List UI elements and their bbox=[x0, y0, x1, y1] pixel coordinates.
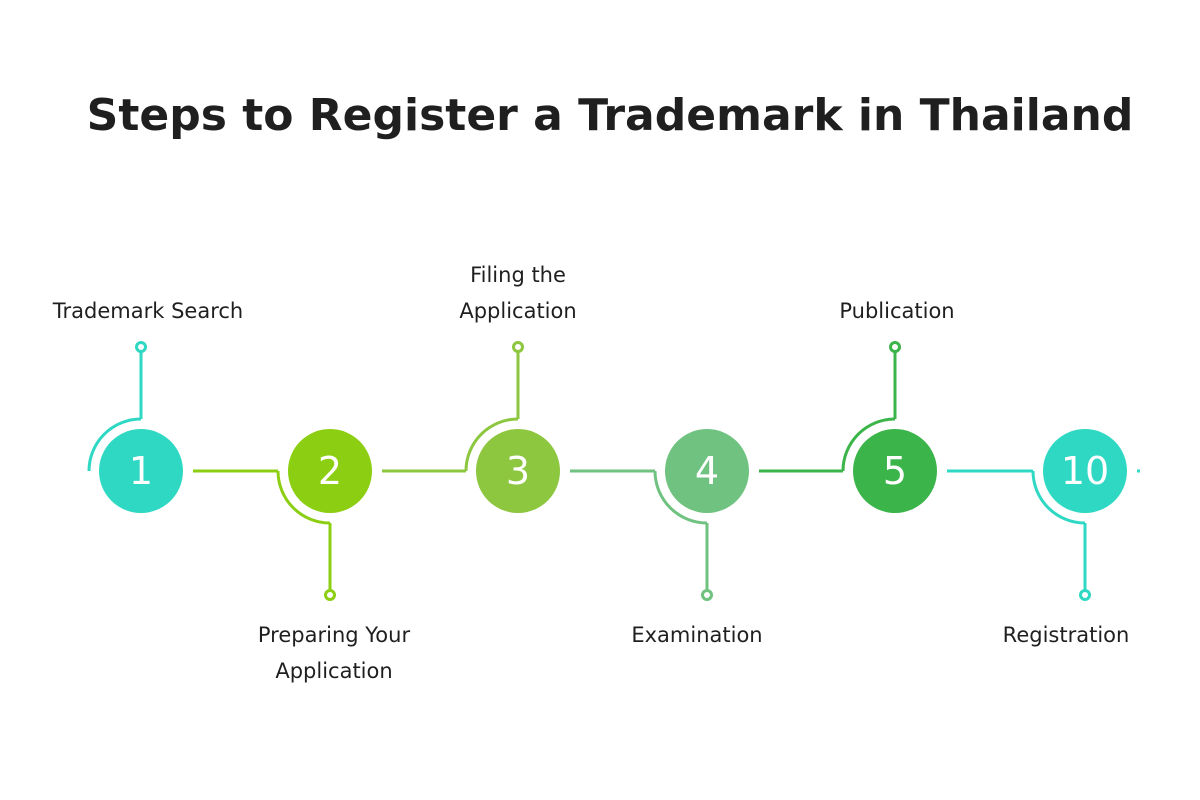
step-circle bbox=[99, 429, 183, 513]
connectors bbox=[87, 341, 1140, 601]
step-circle bbox=[476, 429, 560, 513]
step-label-line: Filing the bbox=[470, 263, 566, 287]
step-stem-dot-4 bbox=[701, 589, 713, 601]
step-label-line: Examination bbox=[631, 623, 762, 647]
step-number: 4 bbox=[695, 449, 719, 493]
step-arc-1 bbox=[87, 417, 142, 472]
step-label-line: Application bbox=[275, 659, 392, 683]
step-label: Registration bbox=[1003, 623, 1130, 647]
step-label: Examination bbox=[631, 623, 762, 647]
step-arc-6 bbox=[1031, 470, 1086, 525]
step-circle bbox=[288, 429, 372, 513]
step-arc-2 bbox=[276, 470, 331, 525]
step-stem-dot-1 bbox=[135, 341, 147, 353]
step-label-line: Trademark Search bbox=[52, 299, 243, 323]
step-5: 5 Publication bbox=[839, 299, 955, 513]
step-stem-dot-5 bbox=[889, 341, 901, 353]
step-circle bbox=[853, 429, 937, 513]
step-arc-4 bbox=[653, 470, 708, 525]
step-label-line: Preparing Your bbox=[258, 623, 411, 647]
diagram-title: Steps to Register a Trademark in Thailan… bbox=[87, 90, 1134, 141]
step-number: 2 bbox=[318, 449, 342, 493]
step-1: 1 Trademark Search bbox=[52, 299, 243, 513]
step-arc-3 bbox=[464, 417, 519, 472]
step-stem-dot-2 bbox=[324, 589, 336, 601]
step-arc-5 bbox=[841, 417, 896, 472]
step-circle bbox=[1043, 429, 1127, 513]
step-label-line: Application bbox=[459, 299, 576, 323]
step-number: 5 bbox=[883, 449, 907, 493]
step-stem-dot-6 bbox=[1079, 589, 1091, 601]
step-label: Publication bbox=[839, 299, 954, 323]
step-number: 1 bbox=[129, 449, 153, 493]
step-label: Trademark Search bbox=[52, 299, 243, 323]
step-label-line: Publication bbox=[839, 299, 954, 323]
step-number: 3 bbox=[506, 449, 530, 493]
step-stem-dot-3 bbox=[512, 341, 524, 353]
step-label-line: Registration bbox=[1003, 623, 1130, 647]
step-number: 10 bbox=[1061, 449, 1109, 493]
step-circle bbox=[665, 429, 749, 513]
